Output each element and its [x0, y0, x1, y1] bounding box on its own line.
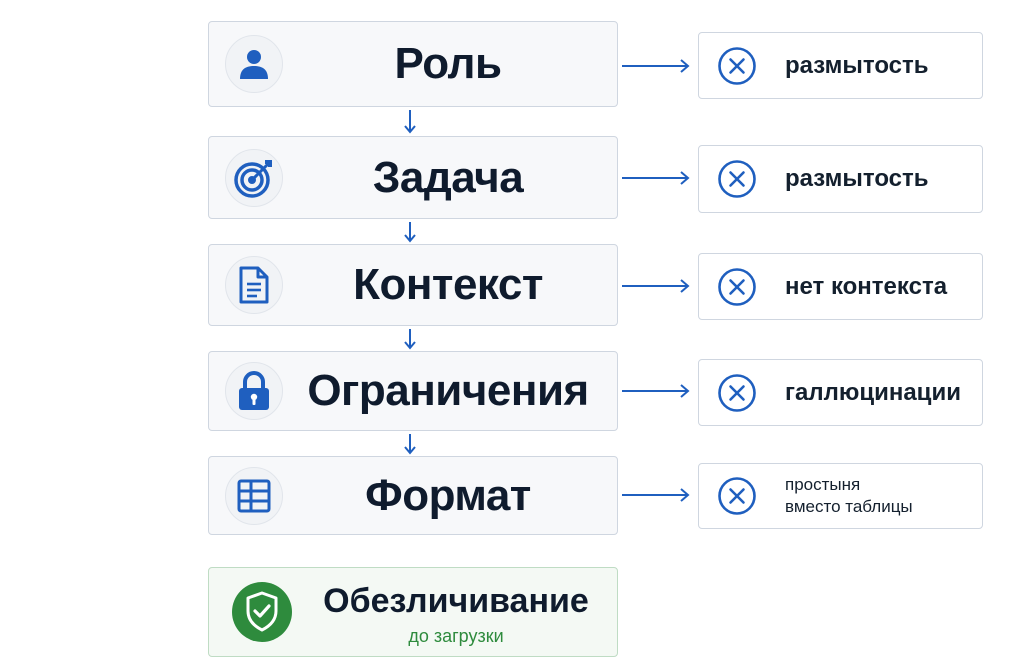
down-arrow [404, 110, 416, 134]
step-label: Роль [394, 39, 502, 88]
right-arrow [622, 59, 690, 73]
step-label: Формат [365, 470, 531, 520]
problem-role: размытость [698, 32, 983, 99]
problem-text-line: простыня [785, 475, 861, 494]
step-task: Задача [208, 136, 618, 219]
error-x-icon [718, 160, 756, 198]
problem-context: нет контекста [698, 253, 983, 320]
step-constraints: Ограничения [208, 351, 618, 431]
step-format: Формат [208, 456, 618, 535]
user-icon [225, 35, 283, 93]
problem-task: размытость [698, 145, 983, 213]
step-role: Роль [208, 21, 618, 107]
lock-icon [225, 362, 283, 420]
right-arrow [622, 384, 690, 398]
error-x-icon [718, 267, 756, 306]
final-title: Обезличивание [323, 582, 589, 620]
down-arrow [404, 222, 416, 243]
step-label: Задача [372, 152, 524, 202]
problem-format: простыня вместо таблицы [698, 463, 983, 529]
final-anonymization: Обезличивание до загрузки [208, 567, 618, 657]
problem-text: простыня вместо таблицы [785, 464, 974, 528]
step-context: Контекст [208, 244, 618, 326]
target-icon [225, 148, 283, 207]
problem-text: размытость [785, 165, 929, 192]
error-x-icon [718, 46, 756, 85]
error-x-icon [718, 477, 756, 515]
shield-check-icon [232, 582, 292, 642]
final-subtitle: до загрузки [408, 626, 504, 646]
document-icon [225, 256, 283, 314]
step-label: Ограничения [307, 366, 589, 415]
right-arrow [622, 488, 690, 502]
problem-text-line: вместо таблицы [785, 497, 913, 516]
step-label: Контекст [353, 260, 543, 309]
down-arrow [404, 434, 416, 455]
problem-text: размытость [785, 51, 929, 79]
error-x-icon [718, 373, 756, 412]
problem-text: галлюцинации [785, 378, 961, 406]
problem-text: нет контекста [785, 272, 948, 300]
right-arrow [622, 279, 690, 293]
right-arrow [622, 171, 690, 185]
table-icon [225, 466, 283, 525]
down-arrow [404, 329, 416, 350]
problem-constraints: галлюцинации [698, 359, 983, 426]
